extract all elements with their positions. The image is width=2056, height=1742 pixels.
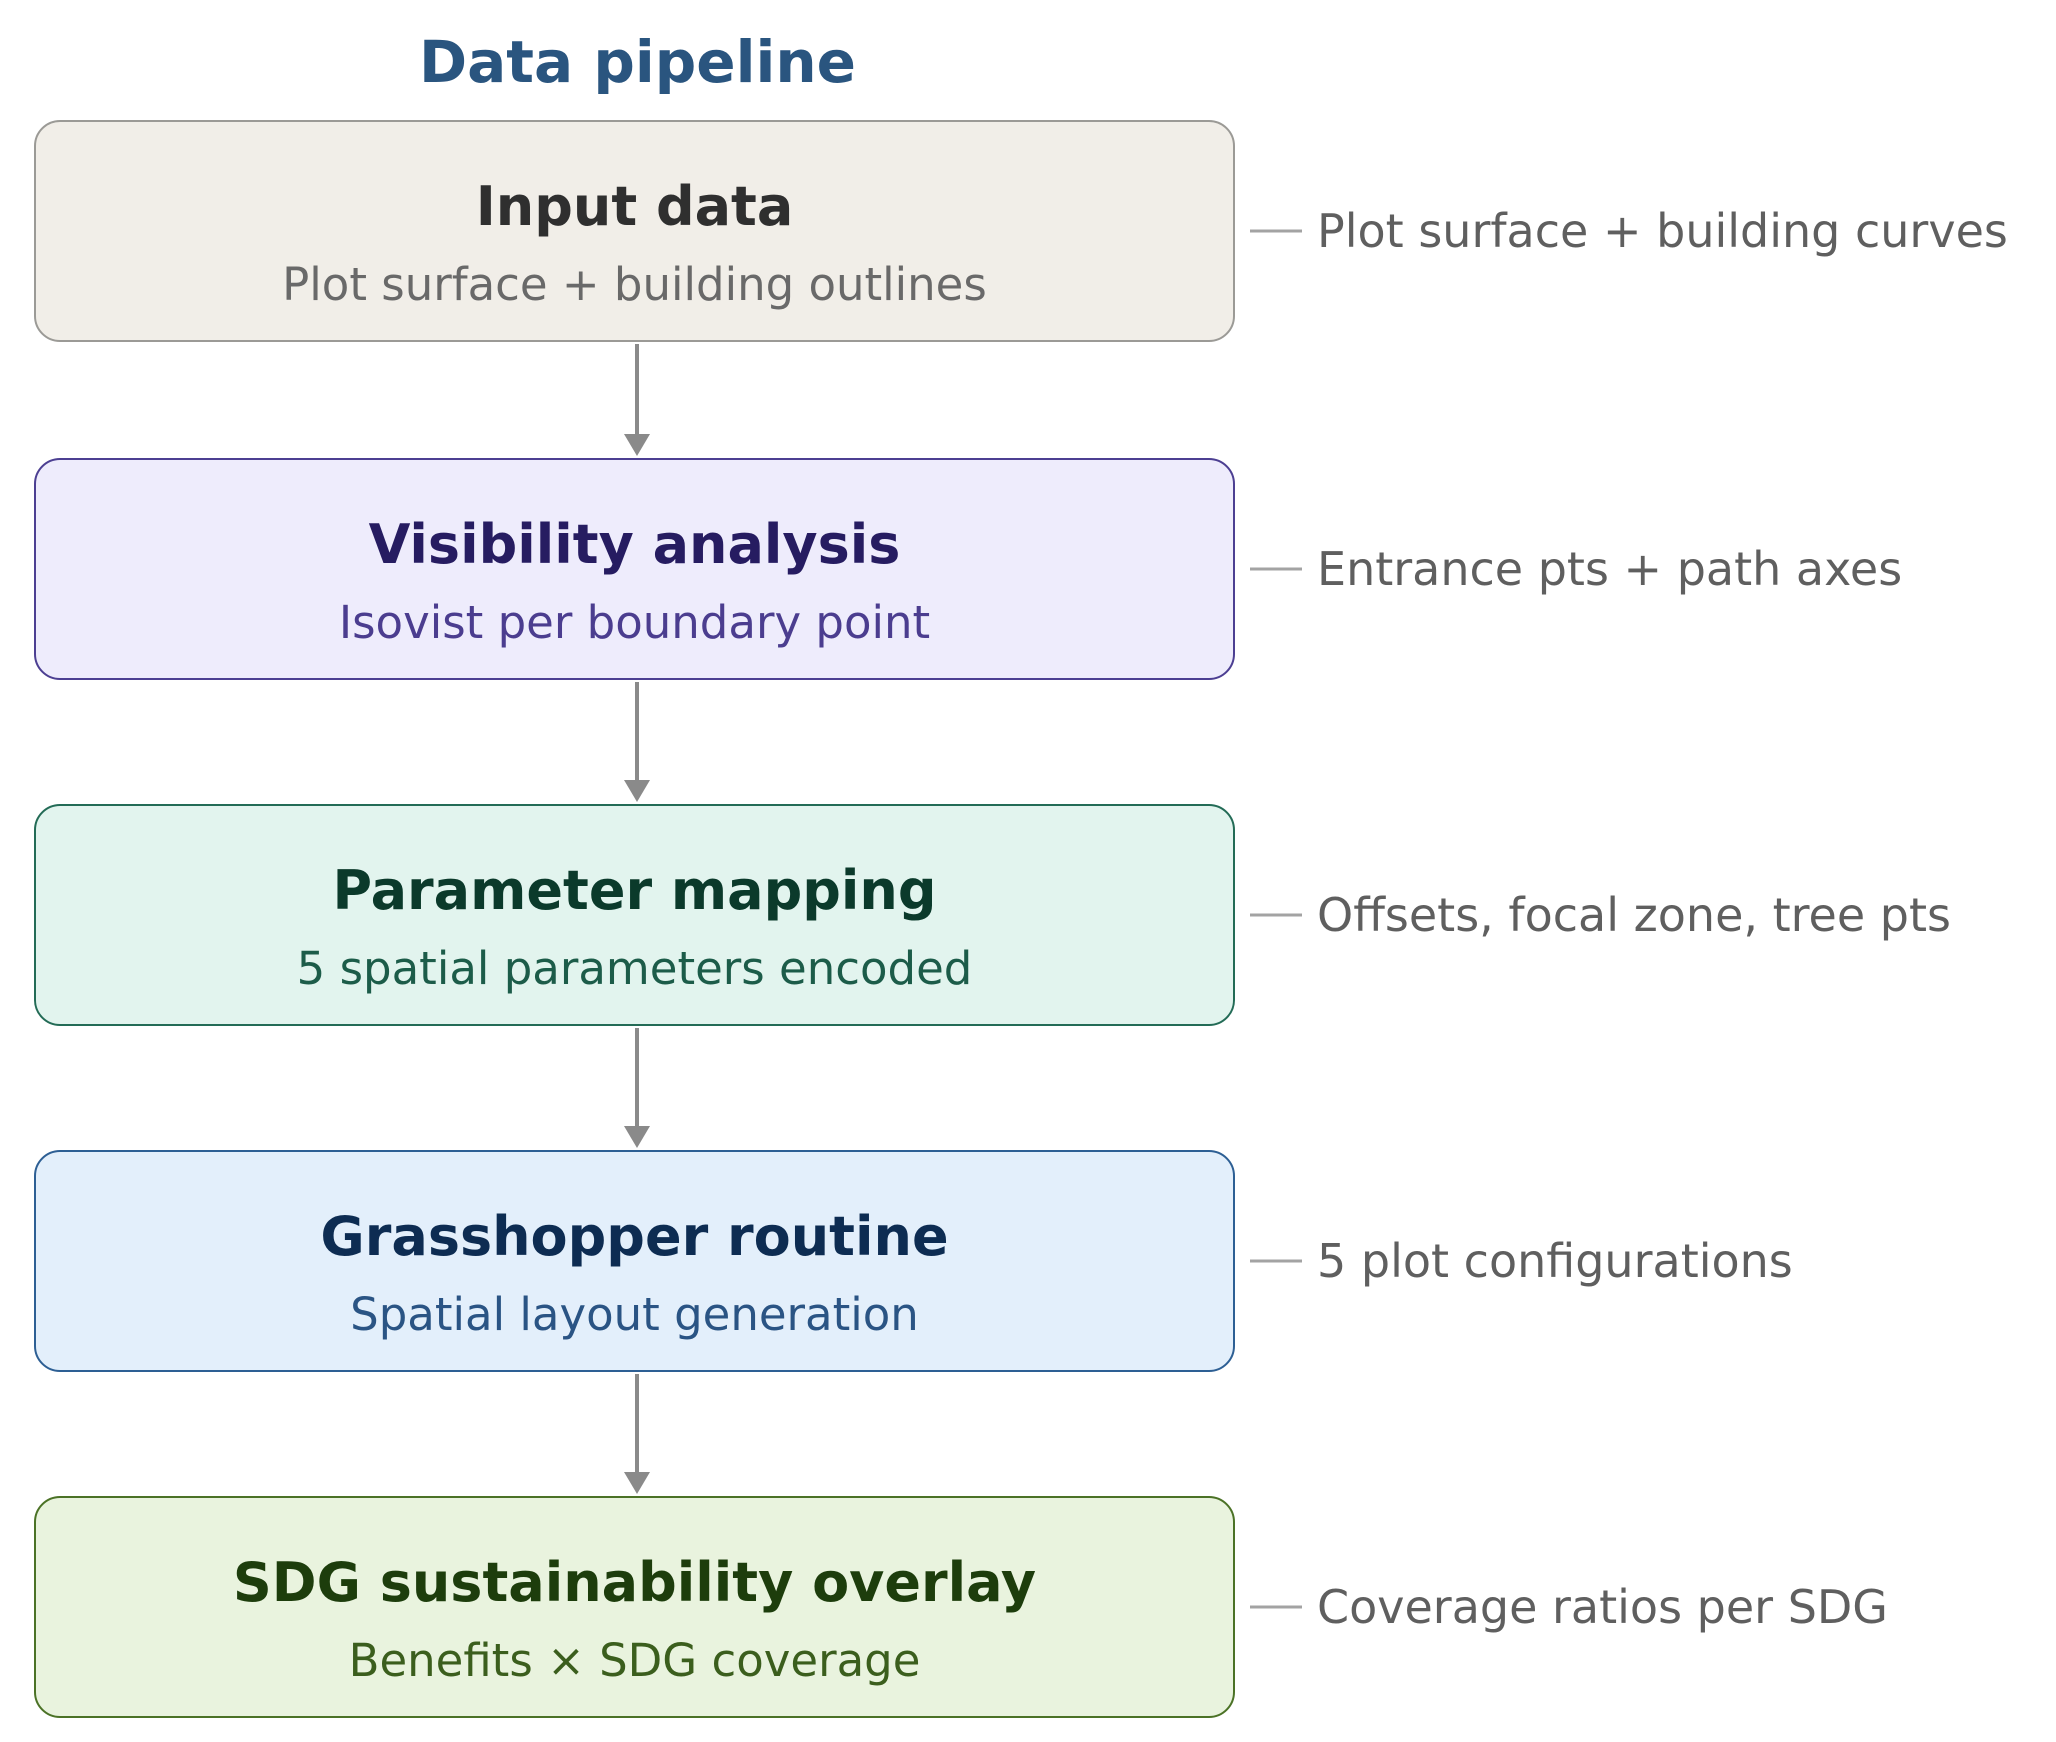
stage-title: Parameter mapping xyxy=(332,859,937,922)
diagram-title: Data pipeline xyxy=(419,28,856,96)
stage-box-parameter-mapping: Parameter mapping 5 spatial parameters e… xyxy=(34,804,1235,1026)
stage-title: SDG sustainability overlay xyxy=(232,1551,1037,1614)
output-label-parameter-mapping: Offsets, focal zone, tree pts xyxy=(1317,888,1951,942)
flow-arrow-head xyxy=(624,434,650,456)
stage-box-sdg-sustainability-overlay: SDG sustainability overlay Benefits × SD… xyxy=(34,1496,1235,1718)
stage-title: Grasshopper routine xyxy=(320,1205,949,1268)
output-leaders xyxy=(1250,229,1302,1609)
output-label-sdg-sustainability-overlay: Coverage ratios per SDG xyxy=(1317,1580,1888,1634)
stage-box-visibility-analysis: Visibility analysis Isovist per boundary… xyxy=(34,458,1235,680)
flow-arrows xyxy=(624,344,650,1494)
output-label-visibility-analysis: Entrance pts + path axes xyxy=(1317,542,1903,596)
stage-subtitle: 5 spatial parameters encoded xyxy=(296,942,973,995)
output-label-grasshopper-routine: 5 plot configurations xyxy=(1317,1234,1793,1288)
stage-title: Input data xyxy=(475,175,794,238)
stage-box-grasshopper-routine: Grasshopper routine Spatial layout gener… xyxy=(34,1150,1235,1372)
stage-subtitle: Isovist per boundary point xyxy=(338,596,931,649)
output-label-input-data: Plot surface + building curves xyxy=(1317,204,2008,258)
flow-arrow-head xyxy=(624,1472,650,1494)
flow-arrow-head xyxy=(624,1126,650,1148)
flow-arrow-head xyxy=(624,780,650,802)
stage-subtitle: Plot surface + building outlines xyxy=(282,258,987,311)
stage-subtitle: Spatial layout generation xyxy=(350,1288,919,1341)
stage-title: Visibility analysis xyxy=(368,513,901,576)
stage-box-input-data: Input data Plot surface + building outli… xyxy=(34,120,1235,342)
stage-subtitle: Benefits × SDG coverage xyxy=(348,1634,921,1687)
